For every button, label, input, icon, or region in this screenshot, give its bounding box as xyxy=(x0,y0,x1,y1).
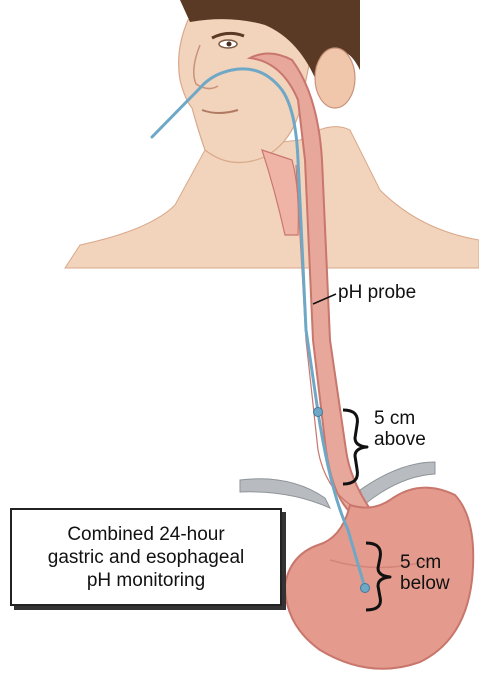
caption-line-3: pH monitoring xyxy=(87,569,205,592)
ph-probe-label: pH probe xyxy=(338,282,416,303)
caption-box: Combined 24-hour gastric and esophageal … xyxy=(10,508,282,606)
caption-line-2: gastric and esophageal xyxy=(48,546,244,569)
caption-line-1: Combined 24-hour xyxy=(67,523,224,546)
pupil xyxy=(227,42,232,47)
below-word: below xyxy=(400,573,450,594)
ear xyxy=(315,48,355,108)
above-value: 5 cm xyxy=(374,408,426,429)
below-value: 5 cm xyxy=(400,552,450,573)
above-word: above xyxy=(374,429,426,450)
probe-sensor-esophageal xyxy=(314,408,323,417)
below-distance-label: 5 cm below xyxy=(400,552,450,594)
probe-sensor-gastric xyxy=(361,584,370,593)
above-distance-label: 5 cm above xyxy=(374,408,426,450)
